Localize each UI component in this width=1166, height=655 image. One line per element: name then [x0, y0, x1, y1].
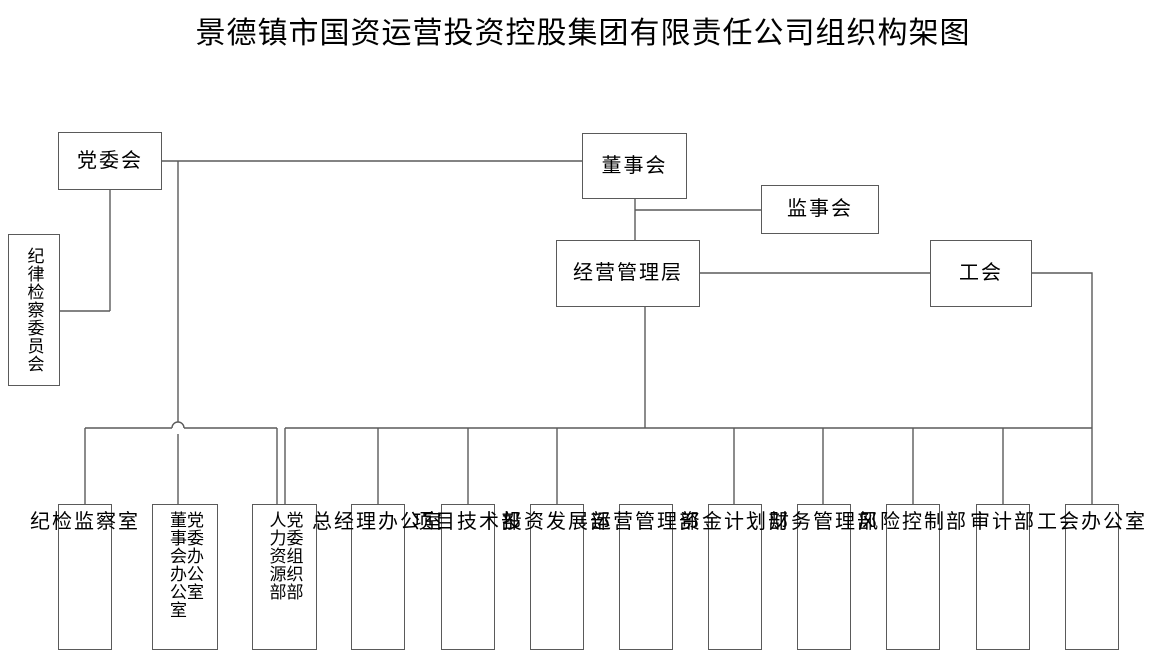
node-discipline-committee[interactable]: 纪律检察委员会	[8, 234, 60, 386]
department-box[interactable]: 人力资源部党委组织部	[252, 504, 317, 650]
department-box[interactable]: 投资发展部	[502, 504, 610, 650]
node-board-of-supervisors-label: 监事会	[787, 198, 853, 221]
department-label-group: 人力资源部党委组织部	[253, 505, 316, 649]
department-label: 工会办公室	[1037, 511, 1147, 533]
node-labor-union-label: 工会	[959, 262, 1003, 285]
department-label: 董事会办公室	[167, 511, 186, 619]
department-box[interactable]: 审计部	[970, 504, 1034, 650]
wire-union-to-bus	[1032, 272, 1093, 428]
node-board-of-directors[interactable]: 董事会	[582, 133, 687, 199]
node-board-of-supervisors[interactable]: 监事会	[761, 185, 879, 234]
department-label: 人力资源部	[266, 511, 286, 601]
department-label-group: 财务管理部	[769, 505, 877, 649]
department-box[interactable]: 工会办公室	[1037, 504, 1145, 650]
department-label-group: 运营管理部	[591, 505, 699, 649]
wire-hop-arc	[171, 421, 185, 429]
node-board-of-directors-label: 董事会	[601, 154, 668, 177]
department-label-group: 总经理办公室	[312, 505, 442, 649]
node-labor-union[interactable]: 工会	[930, 240, 1032, 307]
department-label: 风险控制部	[858, 511, 968, 533]
department-box[interactable]: 财务管理部	[769, 504, 877, 650]
node-management-layer[interactable]: 经营管理层	[556, 240, 700, 307]
department-label: 审计部	[970, 511, 1036, 533]
department-label: 资金计划部	[680, 511, 790, 533]
department-box[interactable]: 纪检监察室	[30, 504, 138, 650]
department-label: 运营管理部	[591, 511, 701, 533]
node-management-layer-label: 经营管理层	[573, 262, 683, 285]
department-label: 总经理办公室	[312, 511, 444, 533]
department-label-group: 纪检监察室	[30, 505, 138, 649]
department-label-group: 审计部	[970, 505, 1034, 649]
department-box[interactable]: 风险控制部	[858, 504, 966, 650]
department-label-group: 工会办公室	[1037, 505, 1145, 649]
department-label: 投资发展部	[502, 511, 612, 533]
department-box[interactable]: 项目技术部	[413, 504, 521, 650]
department-label: 党委办公室	[184, 511, 203, 601]
department-box[interactable]: 董事会办公室党委办公室	[152, 504, 218, 650]
department-label-group: 董事会办公室党委办公室	[153, 505, 217, 649]
department-box[interactable]: 总经理办公室	[312, 504, 442, 650]
department-label-group: 资金计划部	[680, 505, 788, 649]
department-label-group: 项目技术部	[413, 505, 521, 649]
node-discipline-committee-label: 纪律检察委员会	[24, 247, 44, 373]
department-label: 纪检监察室	[30, 511, 140, 533]
page-title: 景德镇市国资运营投资控股集团有限责任公司组织构架图	[195, 17, 971, 50]
department-label-group: 投资发展部	[502, 505, 610, 649]
department-label: 财务管理部	[769, 511, 879, 533]
department-label: 党委组织部	[283, 511, 303, 601]
department-label: 项目技术部	[413, 511, 523, 533]
department-box[interactable]: 运营管理部	[591, 504, 699, 650]
department-box[interactable]: 资金计划部	[680, 504, 788, 650]
department-label-group: 风险控制部	[858, 505, 966, 649]
node-party-committee-label: 党委会	[77, 149, 143, 172]
node-party-committee[interactable]: 党委会	[58, 132, 162, 190]
